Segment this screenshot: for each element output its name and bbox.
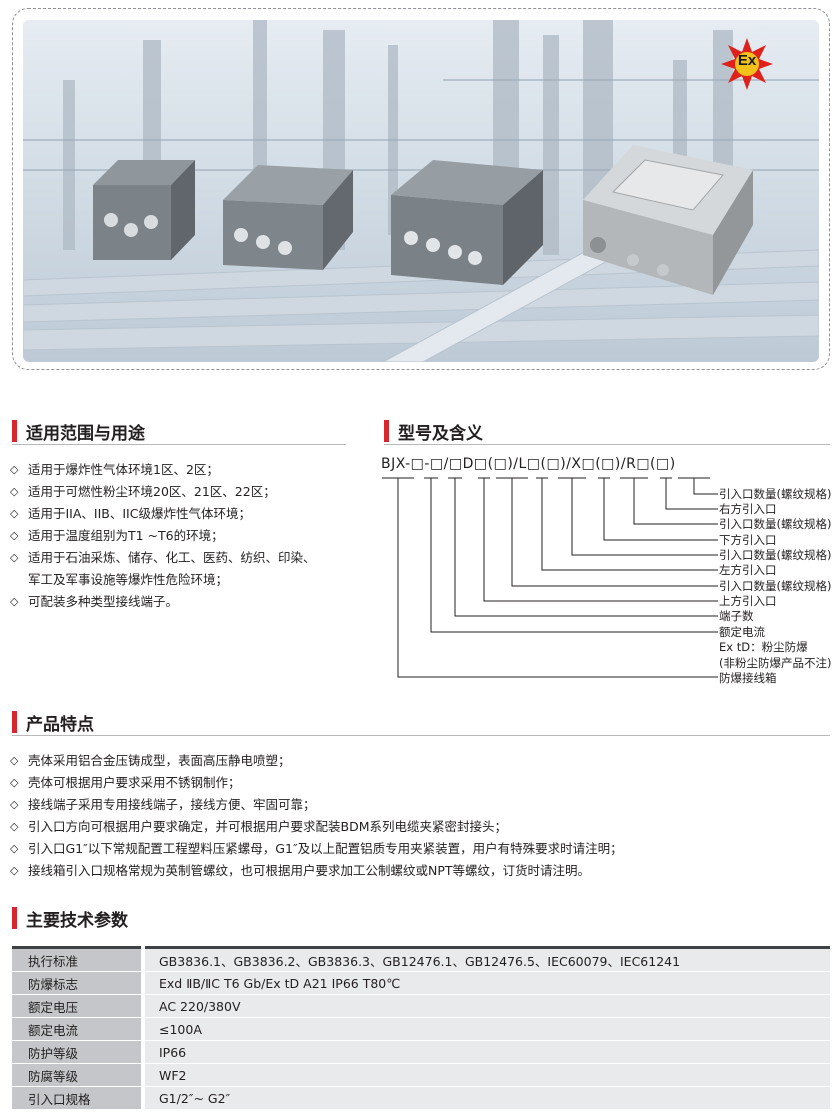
diamond-icon: ◇: [10, 595, 19, 608]
junction-box-4-stainless: [583, 145, 753, 295]
section-header-scope: 适用范围与用途: [12, 419, 346, 445]
param-key: 防腐等级: [12, 1063, 143, 1087]
diamond-icon: ◇: [10, 754, 19, 767]
junction-box-1: [93, 160, 195, 260]
section-title: 型号及含义: [398, 424, 483, 444]
section-header-features: 产品特点: [12, 710, 830, 736]
diamond-icon: ◇: [10, 551, 19, 564]
model-label: 引入口数量(螺纹规格): [719, 517, 832, 531]
model-label: 引入口数量(螺纹规格): [719, 579, 832, 593]
param-value: GB3836.1、GB3836.2、GB3836.3、GB12476.1、GB1…: [141, 946, 830, 972]
list-item: ◇壳体可根据用户要求采用不锈钢制作；: [10, 772, 623, 794]
model-label: 下方引入口: [719, 533, 777, 547]
list-item: ◇接线箱引入口规格常规为英制管螺纹，也可根据用户要求加工公制螺纹或NPT等螺纹，…: [10, 860, 623, 882]
param-value: IP66: [141, 1040, 830, 1064]
diamond-icon: ◇: [10, 485, 19, 498]
section-accent-bar: [12, 711, 17, 733]
plant-background: [23, 20, 819, 362]
model-code: BJX-□-□/□D□(□)/L□(□)/X□(□)/R□(□): [381, 456, 676, 472]
section-accent-bar: [12, 420, 17, 442]
model-label: Ex tD：粉尘防爆: [719, 640, 808, 654]
param-value: AC 220/380V: [141, 994, 830, 1018]
ex-badge-text: Ex: [737, 52, 757, 69]
list-item: ◇壳体采用铝合金压铸成型，表面高压静电喷塑；: [10, 750, 623, 772]
section-title: 主要技术参数: [26, 911, 128, 931]
param-value: Exd ⅡB/ⅡC T6 Gb/Ex tD A21 IP66 T80℃: [141, 971, 830, 995]
section-accent-bar: [12, 907, 17, 929]
list-item-continuation: 军工及军事设施等爆炸性危险环境；: [28, 572, 229, 587]
list-item: ◇接线端子采用专用接线端子，接线方便、牢固可靠；: [10, 794, 623, 816]
diamond-icon: ◇: [10, 507, 19, 520]
diamond-icon: ◇: [10, 776, 19, 789]
param-value: WF2: [141, 1063, 830, 1087]
table-row: 额定电流≤100A: [12, 1017, 830, 1041]
diamond-icon: ◇: [10, 529, 19, 542]
param-key: 防爆标志: [12, 971, 143, 995]
list-item: ◇可配装多种类型接线端子。: [10, 591, 316, 613]
list-item: ◇适用于温度组别为T1 ~T6的环境；: [10, 525, 316, 547]
list-item: ◇适用于爆炸性气体环境1区、2区；: [10, 459, 316, 481]
list-item: ◇适用于可燃性粉尘环境20区、21区、22区；: [10, 481, 316, 503]
scope-list: ◇适用于爆炸性气体环境1区、2区； ◇适用于可燃性粉尘环境20区、21区、22区…: [10, 459, 316, 613]
section-title: 产品特点: [26, 715, 94, 735]
features-list: ◇壳体采用铝合金压铸成型，表面高压静电喷塑； ◇壳体可根据用户要求采用不锈钢制作…: [10, 750, 623, 882]
model-label: 引入口数量(螺纹规格): [719, 548, 832, 562]
junction-box-3: [391, 160, 543, 285]
list-item: ◇适用于IIA、IIB、IIC级爆炸性气体环境；: [10, 503, 316, 525]
model-label: 端子数: [719, 609, 754, 623]
param-value: G1/2″~ G2″: [141, 1086, 830, 1110]
param-key: 执行标准: [12, 946, 143, 972]
hero-image: Ex: [23, 20, 819, 362]
diamond-icon: ◇: [10, 842, 19, 855]
section-rule: [12, 735, 830, 736]
model-label: 防爆接线箱: [719, 671, 777, 685]
diamond-icon: ◇: [10, 798, 19, 811]
param-key: 额定电流: [12, 1017, 143, 1041]
model-label: 额定电流: [719, 625, 765, 639]
junction-box-2: [223, 165, 353, 270]
diamond-icon: ◇: [10, 864, 19, 877]
model-label: 引入口数量(螺纹规格): [719, 487, 832, 501]
model-diagram-lines: [382, 477, 718, 678]
section-accent-bar: [384, 420, 389, 442]
section-rule: [12, 444, 346, 445]
model-label: 上方引入口: [719, 594, 777, 608]
section-title: 适用范围与用途: [26, 424, 145, 444]
section-header-model: 型号及含义: [384, 419, 830, 445]
diamond-icon: ◇: [10, 463, 19, 476]
model-label: (非粉尘防爆产品不注): [719, 656, 832, 670]
list-item: ◇引入口方向可根据用户要求确定，并可根据用户要求配装BDM系列电缆夹紧密封接头；: [10, 816, 623, 838]
model-label: 左方引入口: [719, 563, 777, 577]
section-rule: [384, 444, 830, 445]
diamond-icon: ◇: [10, 820, 19, 833]
list-item: ◇适用于石油采炼、储存、化工、医药、纺织、印染、军工及军事设施等爆炸性危险环境；: [10, 547, 316, 591]
hero-frame: [12, 8, 830, 370]
model-label: 右方引入口: [719, 502, 777, 516]
ex-badge-icon: Ex: [721, 38, 773, 90]
param-key: 引入口规格: [12, 1086, 143, 1110]
list-item: ◇引入口G1″以下常规配置工程塑料压紧螺母，G1″及以上配置铝质专用夹紧装置，用…: [10, 838, 623, 860]
param-value: ≤100A: [141, 1017, 830, 1041]
param-key: 额定电压: [12, 994, 143, 1018]
param-key: 防护等级: [12, 1040, 143, 1064]
section-header-params: 主要技术参数: [12, 906, 830, 932]
